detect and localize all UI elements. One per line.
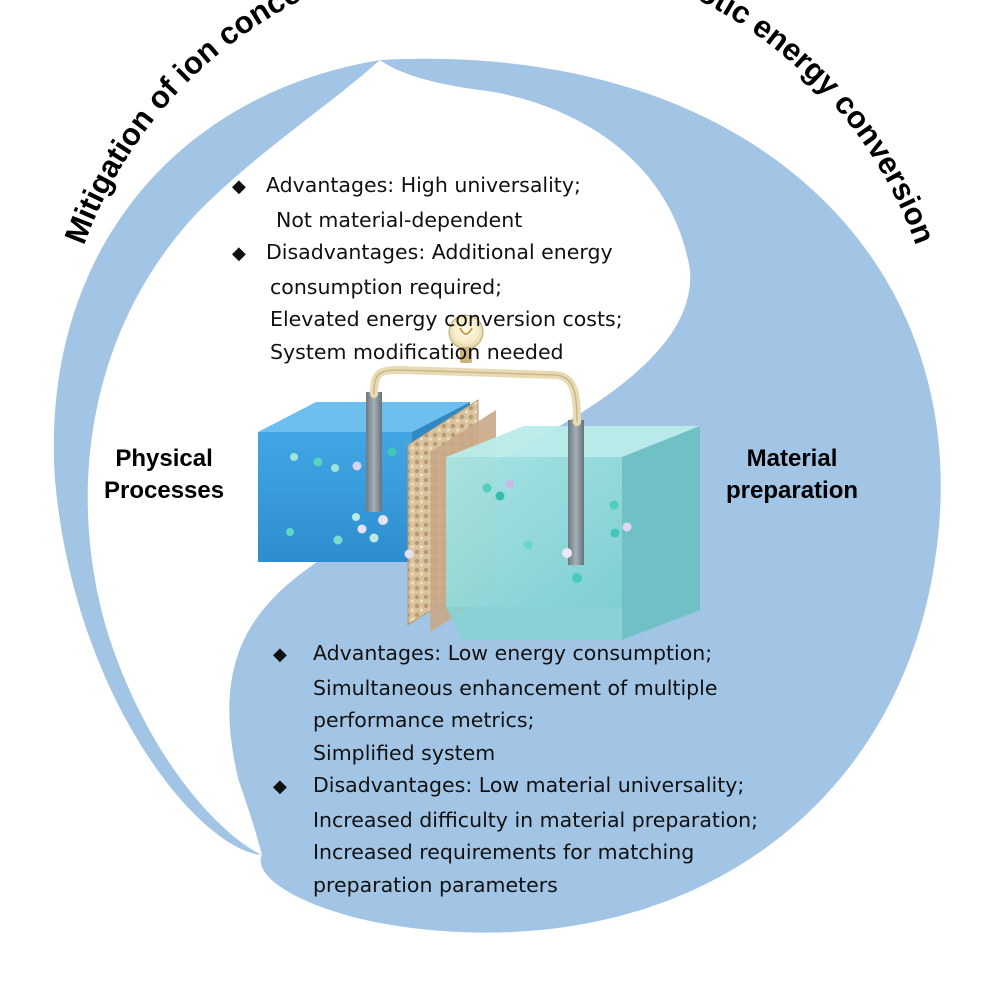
electrode-icon (366, 392, 584, 565)
material-disadvantages-line: Increased requirements for matching (313, 840, 695, 864)
physical-disadvantages-head: Disadvantages: Additional energy (266, 240, 613, 264)
physical-advantages-line: Not material-dependent (276, 207, 523, 232)
label-physical-line-2: Processes (104, 477, 225, 504)
diamond-bullet-icon: ◆ (232, 243, 246, 264)
material-disadvantages-head: Disadvantages: Low material universality… (313, 773, 745, 797)
label-material-line-1: Material (746, 445, 838, 472)
physical-disadvantages-line: consumption required; (270, 274, 503, 299)
ring-left-arc (53, 60, 380, 855)
label-physical-processes: Physical Processes (104, 443, 224, 507)
diamond-bullet-icon: ◆ (273, 776, 287, 797)
right-reservoir (446, 426, 700, 640)
right-tank-front (446, 457, 622, 607)
physical-disadvantages-line: Elevated energy conversion costs; (270, 307, 623, 331)
right-tank-side (622, 426, 700, 640)
material-advantages-item: ◆ Advantages: Low energy consumption; (273, 637, 758, 672)
left-tank-top (258, 402, 470, 432)
material-advantages-line: Simultaneous enhancement of multiple (313, 675, 718, 700)
physical-disadvantages-line: System modification needed (270, 339, 564, 364)
osmotic-device (258, 314, 700, 640)
physical-advantages-head: Advantages: High universality; (266, 173, 581, 197)
label-material-preparation: Material preparation (726, 443, 858, 507)
label-physical-line-1: Physical (115, 445, 213, 472)
physical-advantages-item: ◆ Advantages: High universality; (232, 169, 623, 204)
light-bulb-icon (448, 314, 484, 363)
material-advantages-line: performance metrics; (313, 708, 535, 732)
physical-disadvantages-item: ◆ Disadvantages: Additional energy (232, 236, 623, 271)
diamond-bullet-icon: ◆ (273, 644, 287, 665)
material-advantages-head: Advantages: Low energy consumption; (313, 641, 713, 665)
material-disadvantages-item: ◆ Disadvantages: Low material universalit… (273, 769, 758, 804)
material-disadvantages-line: preparation parameters (313, 872, 558, 897)
material-preparation-list: ◆ Advantages: Low energy consumption; Sim… (273, 637, 758, 901)
material-disadvantages-line: Increased difficulty in material prepara… (313, 807, 759, 832)
ring-inner-white (124, 132, 420, 855)
material-advantages-line: Simplified system (313, 740, 496, 765)
ions (286, 447, 632, 583)
physical-process-list: ◆ Advantages: High universality; Not mate… (232, 169, 623, 368)
diamond-bullet-icon: ◆ (232, 176, 246, 197)
label-material-line-2: preparation (726, 477, 859, 504)
